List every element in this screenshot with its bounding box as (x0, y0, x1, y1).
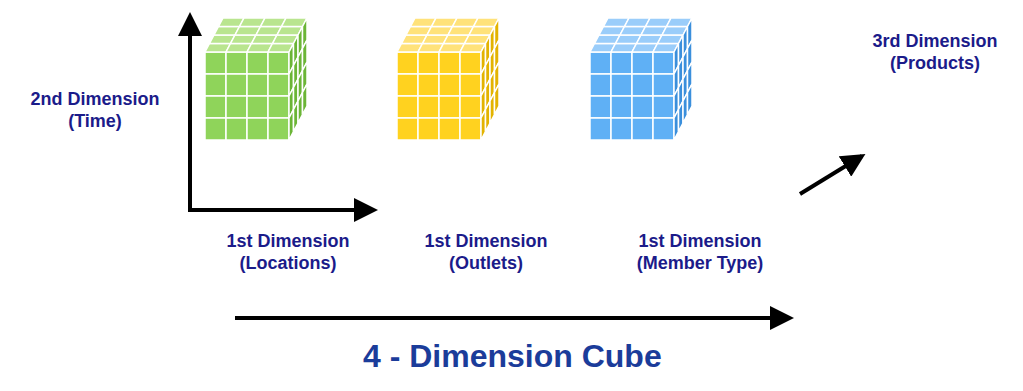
cube-group (205, 18, 692, 140)
cube-cell (590, 96, 611, 118)
axis-arrow (188, 16, 192, 212)
dimension-label: 3rd Dimension (Products) (855, 30, 1015, 74)
cube-cell (632, 118, 653, 140)
cube-cell (397, 74, 418, 96)
cube-cell (247, 52, 268, 74)
cube-cell (611, 52, 632, 74)
cube-cell (226, 74, 247, 96)
axis-arrow (235, 316, 790, 320)
cube-cell (418, 96, 439, 118)
axis-arrow (188, 208, 374, 212)
cube-cell (611, 74, 632, 96)
cube-cell (418, 118, 439, 140)
cube-cell (268, 118, 289, 140)
cube-cell (247, 74, 268, 96)
cube-cell (688, 84, 693, 115)
diagram-title: 4 - Dimension Cube (363, 336, 662, 376)
cube-cell (205, 74, 226, 96)
axis-arrow (800, 156, 862, 194)
cube-cell (632, 52, 653, 74)
cube-cell (632, 74, 653, 96)
cube-cell (611, 96, 632, 118)
cube-cell (303, 84, 308, 115)
cube-cell (247, 96, 268, 118)
cube-cell (268, 74, 289, 96)
cube-cell (653, 52, 674, 74)
cube-cell (226, 118, 247, 140)
dimension-label: 1st Dimension (Locations) (208, 230, 368, 274)
cube-cell (590, 52, 611, 74)
cube-cell (439, 118, 460, 140)
cube-cell (653, 74, 674, 96)
cube-cell (397, 118, 418, 140)
cube-cell (418, 52, 439, 74)
cube-cell (226, 96, 247, 118)
cube-cell (226, 52, 247, 74)
cube-cell (653, 96, 674, 118)
cube-cell (439, 96, 460, 118)
cube-cell (611, 118, 632, 140)
cube-cell (460, 96, 481, 118)
cube-cell (268, 96, 289, 118)
dimension-label: 1st Dimension (Member Type) (620, 230, 780, 274)
cube-cell (397, 52, 418, 74)
cube-cell (205, 96, 226, 118)
dimension-label: 1st Dimension (Outlets) (406, 230, 566, 274)
cube-cell (418, 74, 439, 96)
cube-cell (460, 52, 481, 74)
cube-cell (439, 52, 460, 74)
cube-cell (632, 96, 653, 118)
cube-cell (653, 118, 674, 140)
dimension-label: 2nd Dimension (Time) (15, 88, 175, 132)
cube-cell (397, 96, 418, 118)
cube-cell (460, 118, 481, 140)
cube-cell (590, 74, 611, 96)
cube-cell (439, 74, 460, 96)
cube-cell (247, 118, 268, 140)
cube-cell (205, 118, 226, 140)
cube-cell (205, 52, 226, 74)
cube-cell (460, 74, 481, 96)
cube-cell (590, 118, 611, 140)
cube-cell (495, 84, 500, 115)
cube-cell (268, 52, 289, 74)
